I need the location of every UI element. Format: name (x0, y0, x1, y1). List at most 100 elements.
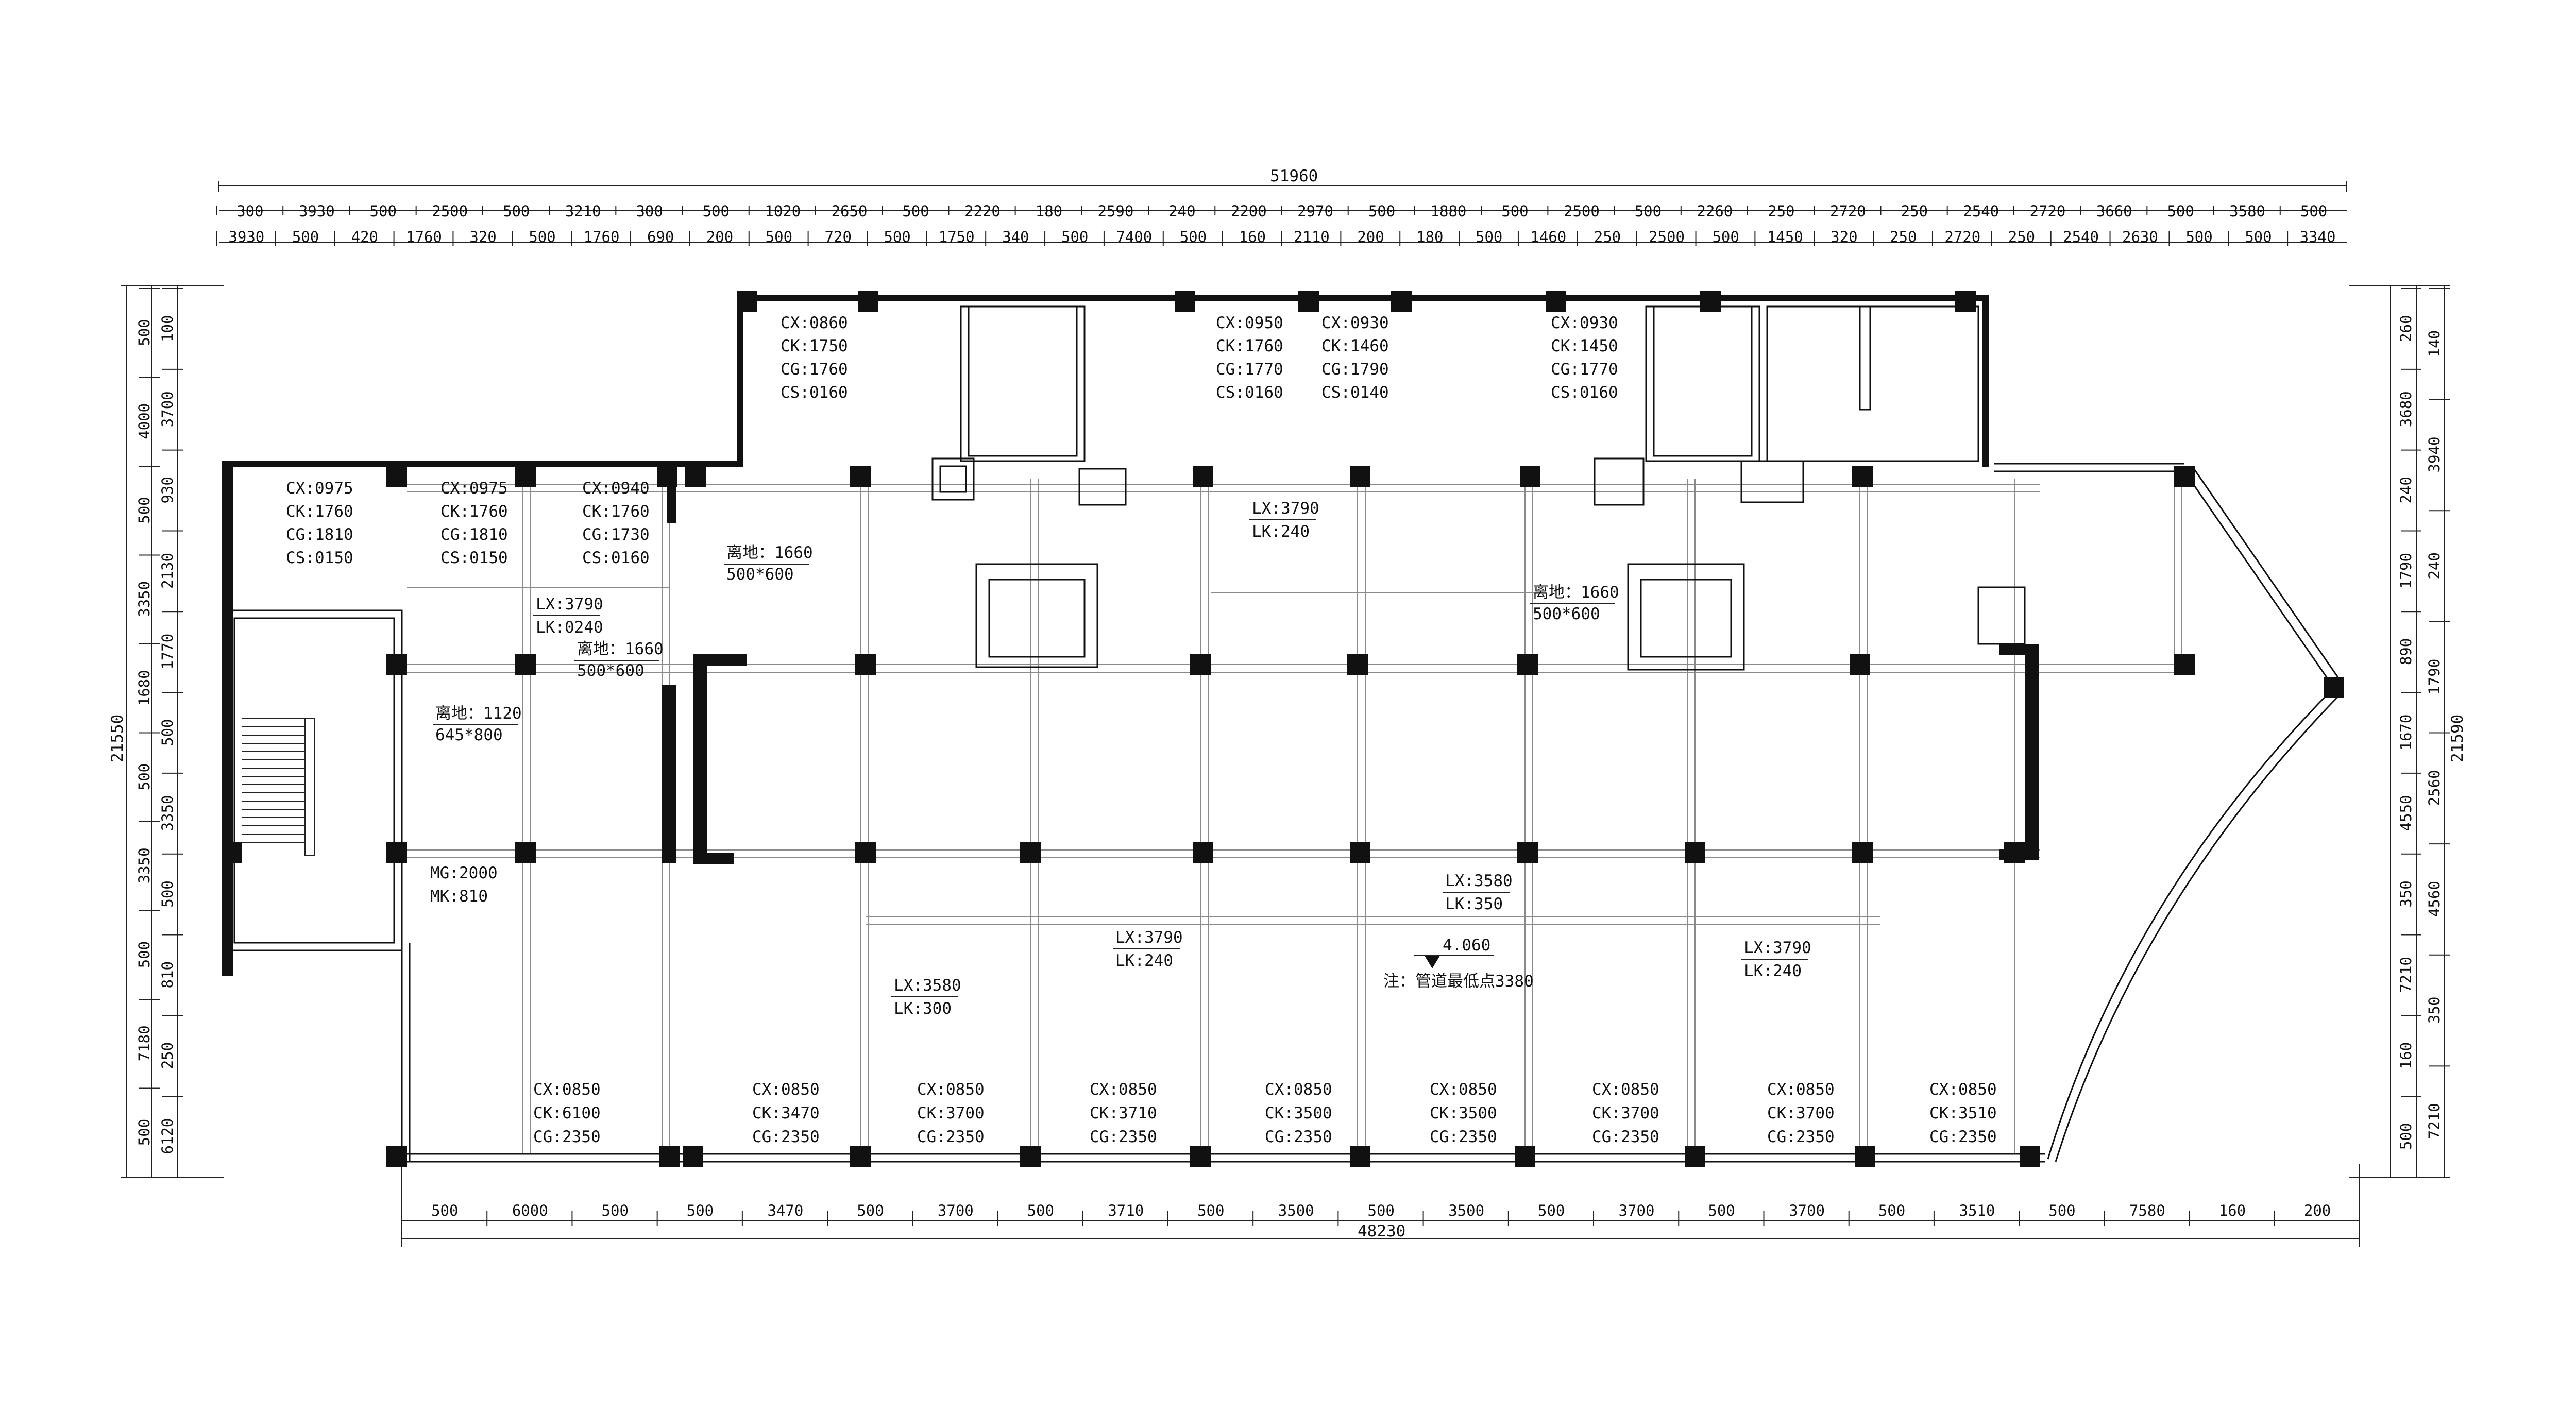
height-label: 离地：1660 (577, 640, 664, 658)
dim-label: 500 (159, 880, 176, 907)
dim-label: 200 (2304, 1202, 2331, 1219)
dim-label: 3940 (2426, 437, 2443, 473)
dim-label: 2720 (1944, 228, 1980, 246)
beam-label: LX:3580 (894, 976, 961, 995)
dim-label: 810 (159, 961, 176, 988)
dim-label: 500 (602, 1202, 629, 1219)
dim-label: 500 (135, 941, 153, 968)
dim-label: 350 (2426, 997, 2443, 1024)
dim-label: 500 (1708, 1202, 1735, 1219)
beam-labels: LX:3790LK:240LX:3790LK:0240LX:3580LK:350… (533, 499, 1811, 1018)
dim-label: 500 (1027, 1202, 1054, 1219)
dim-label: 500 (2185, 228, 2212, 246)
window-label: CK:3470 (752, 1104, 820, 1123)
height-label: 离地：1660 (1533, 583, 1619, 602)
dim-label: 3350 (135, 847, 153, 883)
dim-label: 500 (135, 497, 153, 523)
column (1517, 654, 1538, 675)
dim-label: 420 (351, 228, 378, 246)
column (657, 466, 677, 487)
dim-label: 250 (1768, 202, 1794, 220)
column (659, 1146, 680, 1167)
column (1190, 654, 1211, 675)
window-label: CK:1760 (440, 502, 508, 521)
dim-label: 200 (1357, 228, 1384, 246)
column (1347, 654, 1368, 675)
window-label: CX:0850 (1592, 1080, 1659, 1099)
dim-label: 1790 (2426, 659, 2443, 695)
height-label: 离地：1660 (726, 543, 813, 562)
beam-label: LK:240 (1744, 962, 1802, 980)
column (858, 291, 878, 312)
dim-label: 320 (1831, 228, 1857, 246)
dim-label: 2130 (159, 553, 176, 589)
dim-label: 500 (135, 763, 153, 790)
window-label: CG:2350 (1430, 1128, 1497, 1146)
beam-label: LX:3790 (1115, 928, 1183, 947)
column (515, 466, 536, 487)
dim-label: 3580 (2229, 202, 2265, 220)
beam-label: LX:3790 (1252, 499, 1319, 518)
dim-label: 500 (1368, 202, 1395, 220)
dim-label: 3210 (565, 202, 601, 220)
column (1517, 842, 1538, 863)
dim-label: 3470 (767, 1202, 803, 1219)
dim-label: 3350 (159, 795, 176, 831)
column (1852, 466, 1873, 487)
dim-label: 3500 (1278, 1202, 1314, 1219)
dim-label: 500 (1635, 202, 1662, 220)
column (685, 466, 706, 487)
dim-label: 260 (2397, 315, 2415, 342)
dim-label: 2110 (1294, 228, 1330, 246)
column (386, 1146, 407, 1167)
exterior-walls (222, 295, 2343, 1163)
dim-label: 3710 (1108, 1202, 1144, 1219)
window-label: CK:1750 (781, 337, 848, 355)
dim-label: 500 (159, 719, 176, 746)
shafts (975, 563, 1745, 671)
window-label: CK:3700 (1767, 1104, 1835, 1123)
dim-label: 2720 (1830, 202, 1866, 220)
dim-label: 1770 (159, 634, 176, 670)
column (1955, 291, 1976, 312)
dim-label: 500 (1878, 1202, 1905, 1219)
window-label: CK:3710 (1090, 1104, 1157, 1123)
dim-label: 240 (2426, 552, 2443, 579)
window-label: CX:0975 (286, 479, 353, 498)
window-label: CS:0160 (781, 383, 848, 402)
dim-label: 500 (1501, 202, 1528, 220)
elevation-value: 4.060 (1443, 936, 1490, 955)
window-label: CX:0850 (752, 1080, 820, 1099)
column (1350, 1146, 1370, 1167)
column (386, 654, 407, 675)
window-labels-left: CX:0975CK:1760CG:1810CS:0150CX:0975CK:17… (286, 479, 650, 567)
window-label: CK:3700 (1592, 1104, 1659, 1123)
dim-label: 1760 (406, 228, 442, 246)
beam-label: LK:350 (1445, 895, 1503, 913)
window-label: CS:0160 (582, 549, 650, 567)
dim-label: 3930 (299, 202, 335, 220)
column (1391, 291, 1412, 312)
column (1685, 1146, 1705, 1167)
dim-label: 500 (1180, 228, 1207, 246)
window-label: CG:2350 (533, 1128, 601, 1146)
dim-label: 2540 (2063, 228, 2099, 246)
dim-label: 1680 (135, 670, 153, 706)
dim-label: 3500 (1448, 1202, 1484, 1219)
height-label: 500*600 (726, 565, 794, 584)
beam-label: LX:3790 (536, 595, 603, 614)
dim-label: 1460 (1530, 228, 1566, 246)
window-label: CK:1760 (582, 502, 650, 521)
dim-label: 350 (2397, 880, 2415, 907)
column (1020, 1146, 1041, 1167)
window-label: CG:2350 (1929, 1128, 1997, 1146)
dim-label: 160 (1239, 228, 1266, 246)
window-label: CG:1760 (781, 360, 848, 379)
dim-label: 7180 (135, 1025, 153, 1061)
dim-label: 1750 (939, 228, 975, 246)
column (1175, 291, 1195, 312)
